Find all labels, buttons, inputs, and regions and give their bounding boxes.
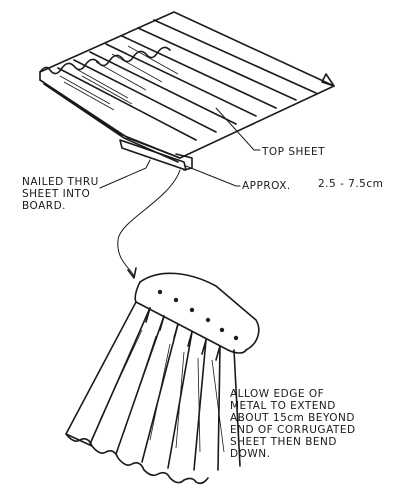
board — [119, 139, 193, 171]
nail-dots — [157, 289, 239, 341]
connector-curve — [117, 169, 181, 277]
corrugated-top-sheet — [39, 11, 335, 163]
label-approx: APPROX. — [242, 180, 291, 192]
label-nailed-thru: NAILED THRU SHEET INTO BOARD. — [22, 176, 99, 212]
leader-top-sheet — [215, 107, 261, 151]
label-allow-edge: ALLOW EDGE OF METAL TO EXTEND ABOUT 15cm… — [230, 388, 356, 460]
label-top-sheet: TOP SHEET — [262, 146, 326, 158]
leader-nailed — [99, 159, 151, 189]
label-approx-value: 2.5 - 7.5cm — [318, 178, 384, 190]
leader-approx — [185, 165, 241, 187]
bent-edge-sheet — [65, 272, 260, 485]
arrow-head — [127, 267, 137, 279]
